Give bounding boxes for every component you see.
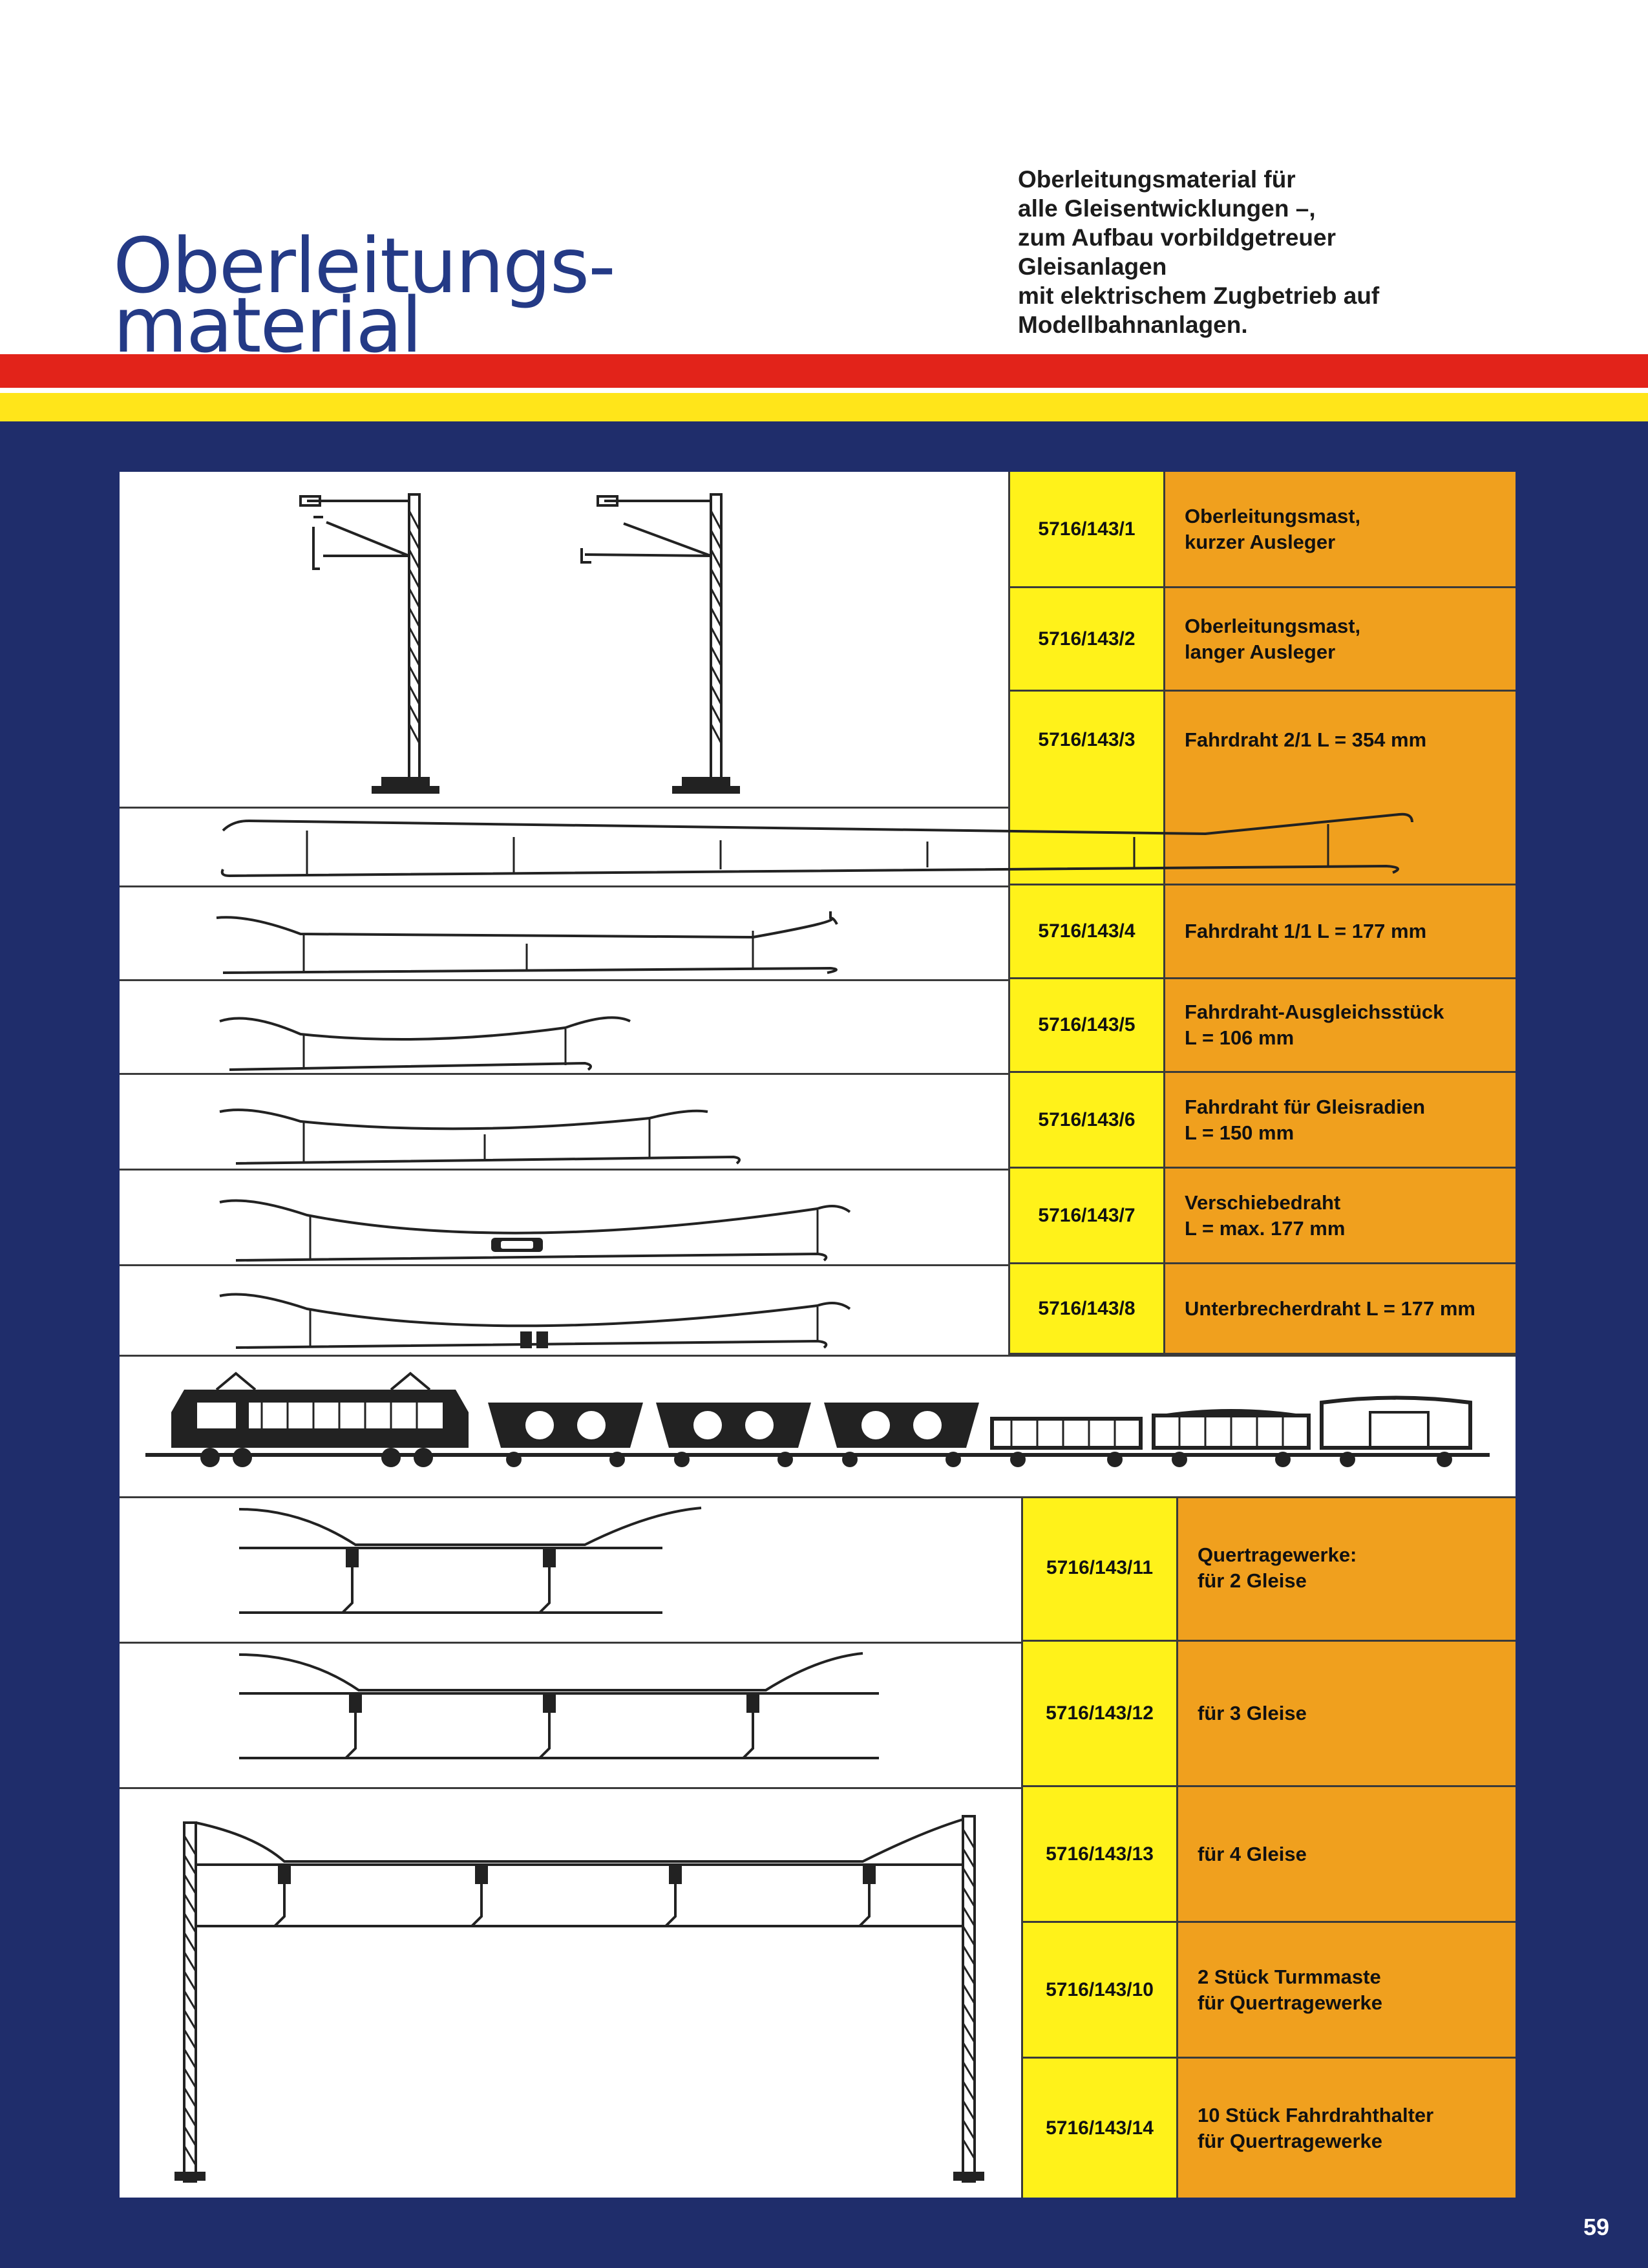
catenary-illustrations: [145, 493, 1490, 2183]
item-code: 5716/143/1: [1008, 472, 1163, 588]
item-code: 5716/143/8: [1008, 1264, 1163, 1355]
row-divider: [120, 979, 1008, 981]
title-line-1: Oberleitungs-: [113, 221, 616, 310]
item-description: Fahrdraht für Gleisradien L = 150 mm: [1163, 1073, 1516, 1169]
row-divider: [120, 1264, 1008, 1266]
row-divider: [120, 885, 1008, 887]
item-description: Unterbrecherdraht L = 177 mm: [1163, 1264, 1516, 1355]
row-divider: [120, 1355, 1516, 1357]
item-code: 5716/143/13: [1021, 1787, 1176, 1923]
item-code: 5716/143/4: [1008, 885, 1163, 979]
item-code: 5716/143/11: [1021, 1496, 1176, 1642]
item-code: 5716/143/5: [1008, 979, 1163, 1073]
intro-line: Oberleitungsmaterial für: [1018, 166, 1296, 193]
mast-long-boom-icon: [580, 493, 740, 794]
item-description: Verschiebedraht L = max. 177 mm: [1163, 1169, 1516, 1264]
row-divider: [120, 1787, 1021, 1789]
item-description: für 4 Gleise: [1176, 1787, 1516, 1923]
item-description: Fahrdraht 1/1 L = 177 mm: [1163, 885, 1516, 979]
item-description: 2 Stück Turmmaste für Quertragewerke: [1176, 1923, 1516, 2059]
curve-wire-icon: [219, 1108, 741, 1165]
item-description: Fahrdraht-Ausgleichsstück L = 106 mm: [1163, 979, 1516, 1073]
item-description: 10 Stück Fahrdrahthalter für Quertragewe…: [1176, 2059, 1516, 2198]
contact-wire-full-icon: [216, 911, 838, 974]
cross-span-2-tracks-icon: [238, 1507, 702, 1614]
row-divider: [120, 1642, 1021, 1644]
page-title: Oberleitungs- material: [113, 221, 616, 370]
cross-span-3-tracks-icon: [238, 1652, 879, 1759]
intro-line: Gleisanlagen: [1018, 253, 1167, 280]
item-description: für 3 Gleise: [1176, 1642, 1516, 1787]
row-divider: [120, 1169, 1008, 1171]
item-code: 5716/143/14: [1021, 2059, 1176, 2198]
title-line-2: material: [113, 281, 423, 370]
cross-span-4-tracks-icon: [174, 1815, 984, 2183]
contact-wire-long-icon: [220, 812, 1413, 877]
interrupter-wire-icon: [219, 1293, 851, 1349]
yellow-stripe: [0, 393, 1648, 421]
mast-short-boom-icon: [299, 493, 439, 794]
intro-line: Modellbahnanlagen.: [1018, 312, 1248, 338]
item-description: Fahrdraht 2/1 L = 354 mm: [1163, 692, 1516, 789]
intro-line: zum Aufbau vorbildgetreuer: [1018, 224, 1336, 251]
intro-text: Oberleitungsmaterial für alle Gleisentwi…: [1018, 165, 1567, 339]
intro-line: mit elektrischem Zugbetrieb auf: [1018, 282, 1380, 309]
item-code: 5716/143/12: [1021, 1642, 1176, 1787]
row-divider: [120, 807, 1008, 809]
item-spacer: [1163, 789, 1516, 885]
compensation-piece-icon: [219, 1016, 631, 1071]
item-code: 5716/143/10: [1021, 1923, 1176, 2059]
row-divider: [120, 1073, 1008, 1075]
page-number: 59: [1583, 2214, 1609, 2240]
red-stripe: [0, 354, 1648, 388]
intro-line: alle Gleisentwicklungen –,: [1018, 195, 1316, 222]
train-illustration: [145, 1372, 1490, 1467]
item-description: Oberleitungsmast, langer Ausleger: [1163, 588, 1516, 692]
item-description: Quertragewerke: für 2 Gleise: [1176, 1496, 1516, 1642]
item-code: 5716/143/6: [1008, 1073, 1163, 1169]
row-divider: [120, 1496, 1516, 1498]
item-description: Oberleitungsmast, kurzer Ausleger: [1163, 472, 1516, 588]
white-stripe: [0, 388, 1648, 393]
item-code: 5716/143/3: [1008, 692, 1163, 789]
item-code: 5716/143/7: [1008, 1169, 1163, 1264]
catalog-panel: 5716/143/1 Oberleitungsmast, kurzer Ausl…: [120, 472, 1516, 2198]
item-code: 5716/143/2: [1008, 588, 1163, 692]
sliding-wire-icon: [219, 1199, 851, 1262]
